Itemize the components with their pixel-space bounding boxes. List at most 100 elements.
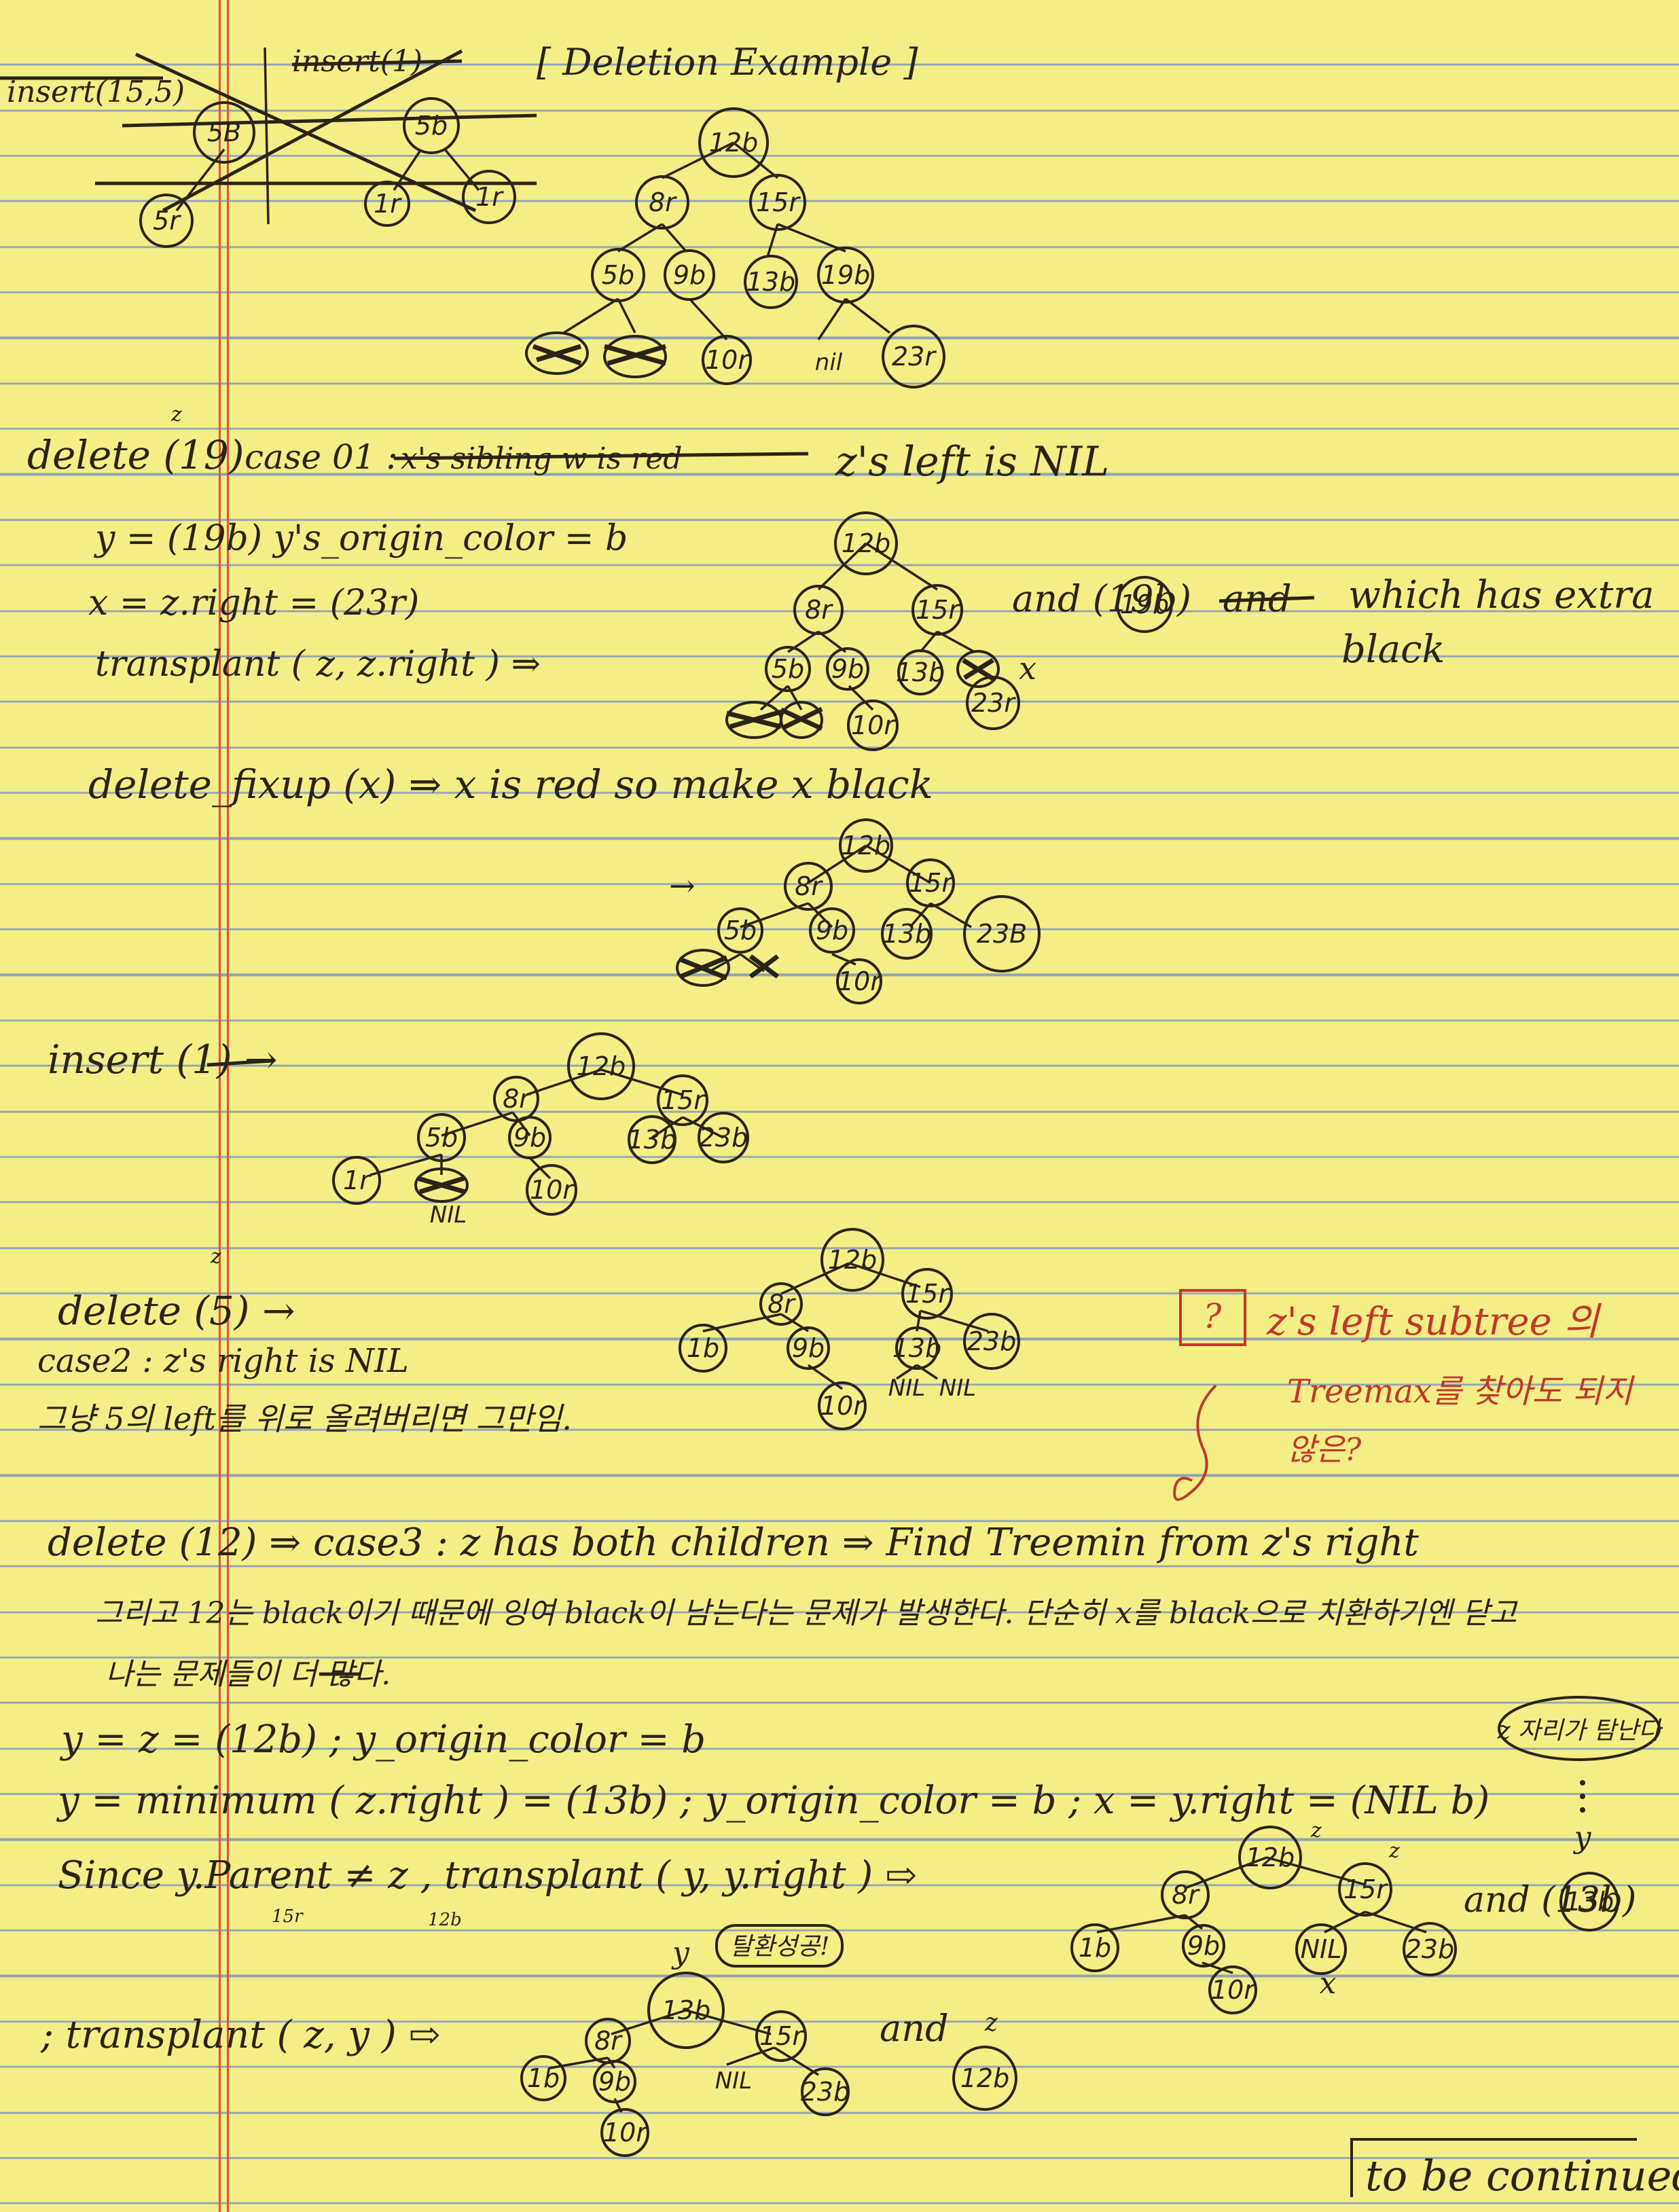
svg-text:8r: 8r xyxy=(768,1289,796,1319)
tree-node: 12b xyxy=(952,2046,1017,2111)
extra-black-2: black xyxy=(1341,628,1445,672)
tree-node: 1b xyxy=(520,2055,566,2101)
korean-note-2: 그리고 12는 black이기 때문에 잉여 black이 남는다는 문제가 발… xyxy=(95,1596,1518,1631)
tree-node: 1b xyxy=(679,1324,727,1373)
svg-text:5b: 5b xyxy=(724,915,757,945)
z-label: 12b xyxy=(428,1910,462,1930)
delete19-line: delete (19) xyxy=(27,432,244,478)
svg-text:10r: 10r xyxy=(851,710,896,740)
tree-node: 12b xyxy=(698,107,769,178)
tree-node: 5B xyxy=(193,101,255,164)
svg-text:9b: 9b xyxy=(513,1123,546,1153)
delete-5-section: delete (5) → z case2 : z's right is NIL … xyxy=(37,1228,1020,1437)
svg-text:19b: 19b xyxy=(821,260,870,290)
svg-text:1r: 1r xyxy=(343,1165,372,1195)
delete-12-section: delete (12) ⇒ case3 : z has both childre… xyxy=(48,1521,1518,1930)
red-side-note: ? z's left subtree 의 Treemax를 찾아도 되지 않은? xyxy=(1173,1289,1635,1501)
question-box xyxy=(1179,1289,1246,1346)
insert1-line: insert (1) → xyxy=(48,1036,278,1083)
nil-label: NIL xyxy=(888,1375,925,1402)
tree-node: 10r xyxy=(818,1381,867,1430)
delete-19-section: delete (19) z case 01 : x's sibling w is… xyxy=(27,403,1655,685)
divider xyxy=(264,47,270,225)
tree-node: 10r xyxy=(600,2108,649,2157)
svg-text:12b: 12b xyxy=(577,1051,626,1081)
continued-bracket xyxy=(1350,2138,1637,2197)
tree-node: 9b xyxy=(1182,1924,1225,1968)
z-mark: z xyxy=(1310,1819,1322,1843)
svg-text:8r: 8r xyxy=(805,595,833,625)
extra-black-1: which has extra xyxy=(1348,573,1655,617)
tree-node: 15r xyxy=(749,174,806,231)
svg-text:23B: 23B xyxy=(977,919,1027,949)
tree-node: 12b xyxy=(1238,1826,1302,1889)
svg-text:12b: 12b xyxy=(842,528,890,558)
struck-node xyxy=(525,331,589,375)
tree-node: 9b xyxy=(826,647,869,691)
tree-node: 5b xyxy=(717,907,763,954)
tree-node: 12b xyxy=(567,1032,635,1100)
nil-label: NIL xyxy=(715,2067,752,2095)
x-label: x xyxy=(1320,1966,1337,2001)
svg-text:23b: 23b xyxy=(801,2077,850,2107)
struck-node xyxy=(603,335,667,378)
svg-text:15r: 15r xyxy=(916,595,960,625)
z-mark: z xyxy=(984,2009,998,2037)
tree-node: 8r xyxy=(493,1076,539,1122)
svg-text:10r: 10r xyxy=(705,345,750,375)
tree-node: 10r xyxy=(836,958,882,1004)
nil-label: NIL xyxy=(430,1201,467,1229)
tree-node: 9b xyxy=(593,2060,636,2103)
svg-text:9b: 9b xyxy=(831,654,864,684)
svg-text:23b: 23b xyxy=(1405,1934,1454,1964)
svg-text:5b: 5b xyxy=(425,1123,458,1153)
tree-node: 15r xyxy=(911,584,963,636)
svg-text:1r: 1r xyxy=(374,189,402,219)
svg-text:8r: 8r xyxy=(594,2026,623,2056)
tree-node: 13b xyxy=(744,255,798,309)
tree-node: 13b xyxy=(896,649,945,695)
case2-line: case2 : z's right is NIL xyxy=(37,1342,409,1380)
svg-text:23b: 23b xyxy=(967,1326,1016,1356)
tree-node: 12b xyxy=(834,511,898,575)
tree-node: 9b xyxy=(508,1116,552,1159)
tree-node: 5b xyxy=(403,97,460,154)
svg-text:10r: 10r xyxy=(1211,1975,1256,2005)
svg-text:5b: 5b xyxy=(415,111,448,141)
svg-text:15r: 15r xyxy=(759,2021,804,2051)
svg-text:9b: 9b xyxy=(673,260,706,290)
tree-node: 15r xyxy=(906,858,955,907)
svg-text:12b: 12b xyxy=(960,2063,1009,2093)
tree-node: 1b xyxy=(1070,1923,1119,1972)
tree-after-transplant-y: 12b 8r 15r 1b 9b NIL 23b 10r z z x xyxy=(1070,1819,1457,2014)
svg-text:5b: 5b xyxy=(772,654,804,684)
tree-node: 8r xyxy=(585,2018,631,2064)
svg-text:10r: 10r xyxy=(530,1175,575,1205)
insert-1-section: insert (1) → 12b 8r 15r 5b 9b 13b 23b 1r… xyxy=(48,1032,749,1229)
svg-text:12b: 12b xyxy=(709,128,758,158)
korean-note-1: 그냥 5의 left를 위로 올려버리면 그만임. xyxy=(37,1400,572,1437)
z-mark: z xyxy=(1388,1839,1400,1863)
tree-node: 23B xyxy=(963,895,1041,973)
tree-node: 5r xyxy=(139,194,194,248)
yz-line: y = z = (12b) ; y_origin_color = b xyxy=(59,1718,706,1762)
svg-text:15r: 15r xyxy=(756,187,801,217)
tree-node: 13b xyxy=(1559,1872,1619,1932)
tree-node: 5b xyxy=(417,1113,466,1162)
y-line: y = (19b) y's_origin_color = b xyxy=(94,518,628,559)
nil-label: nil xyxy=(815,349,843,376)
svg-text:9b: 9b xyxy=(598,2067,631,2097)
svg-text:12b: 12b xyxy=(1246,1843,1295,1872)
svg-text:8r: 8r xyxy=(649,187,677,217)
svg-text:13b: 13b xyxy=(896,657,945,687)
corner-insert-left: insert(15,5) xyxy=(7,75,185,109)
x-line: x = z.right = (23r) xyxy=(88,583,419,623)
svg-text:9b: 9b xyxy=(792,1333,825,1363)
red-note-2: Treemax를 찾아도 되지 xyxy=(1287,1373,1635,1411)
tree-after-transplant: 12b 8r 15r 5b 9b 13b 23r 10r x xyxy=(725,511,1036,751)
tree-node: 13b xyxy=(647,1972,725,2049)
tree-node: 15r xyxy=(901,1268,953,1320)
tree-node: 19b xyxy=(817,247,874,304)
tree-node: 13b xyxy=(892,1326,941,1370)
